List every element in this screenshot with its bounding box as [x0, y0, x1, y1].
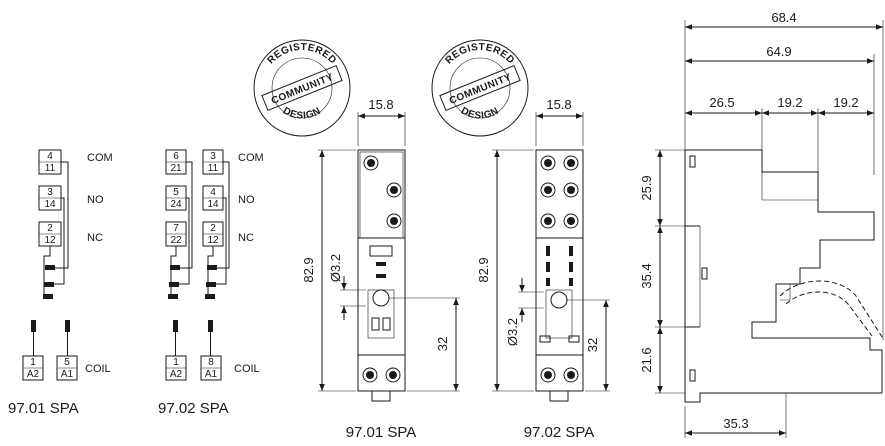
pin-label: 1	[30, 357, 36, 368]
registered-design-seal: REGISTERED COMMUNITY DESIGN	[431, 39, 529, 137]
dim-segment-2: 19.2	[777, 95, 802, 110]
front-view-97-01: 15.8 82.9 Ø3.2 32	[301, 97, 460, 441]
pin-label: 6	[173, 151, 179, 162]
pin-label: 7	[173, 223, 179, 234]
side-view: 68.4 64.9 26.5 19.2 19.2 25.9 35.4 21.6	[639, 10, 885, 438]
seal-top-text: REGISTERED	[265, 42, 338, 67]
pin-label: 4	[210, 187, 216, 198]
pin-label: 5	[64, 357, 70, 368]
pin-label: 2	[47, 223, 53, 234]
dim-vertical-1: 25.9	[639, 175, 654, 200]
terminal-coil: COIL	[234, 363, 260, 375]
terminal-no: NO	[87, 194, 104, 206]
pin-label: 21	[170, 163, 182, 174]
mounting-hole	[372, 289, 390, 307]
pin-label: 24	[170, 199, 182, 210]
svg-text:REGISTERED: REGISTERED	[443, 42, 516, 67]
terminal-coil: COIL	[85, 363, 111, 375]
dim-height: 82.9	[476, 257, 491, 282]
pin-label: 3	[47, 187, 53, 198]
screw-icon	[386, 213, 402, 229]
dim-segment-1: 26.5	[709, 95, 734, 110]
pin-label: A1	[205, 369, 218, 380]
screw-icon	[385, 367, 401, 383]
svg-text:DESIGN: DESIGN	[459, 106, 501, 122]
screw-icon	[540, 155, 556, 171]
terminal-com: COM	[238, 152, 264, 164]
dim-overall-length: 68.4	[771, 10, 796, 25]
pin-label: A2	[170, 369, 183, 380]
screw-icon	[540, 367, 556, 383]
dim-vertical-2: 35.4	[639, 263, 654, 288]
pin-label: 4	[47, 151, 53, 162]
dim-hole-height: 32	[585, 338, 600, 352]
screw-icon	[563, 213, 579, 229]
pin-label: 1	[173, 357, 179, 368]
dim-hole-height: 32	[435, 337, 450, 351]
pin-label: 14	[44, 199, 56, 210]
pin-label: A1	[61, 369, 74, 380]
pin-label: 12	[207, 235, 219, 246]
pin-label: 12	[44, 235, 56, 246]
caption-97-01-schematic: 97.01 SPA	[8, 400, 79, 417]
retaining-clip-outline	[779, 280, 885, 341]
socket-side-outline	[684, 149, 883, 403]
seal-middle-text: COMMUNITY	[270, 72, 335, 107]
terminal-com: COM	[87, 152, 113, 164]
pin-label: 3	[210, 151, 216, 162]
pin-label: 2	[210, 223, 216, 234]
seal-bottom-text: DESIGN	[459, 106, 501, 122]
screw-icon	[540, 182, 556, 198]
caption-97-02-schematic: 97.02 SPA	[158, 400, 229, 417]
dim-width: 15.8	[546, 97, 571, 112]
seal-bottom-text: DESIGN	[281, 106, 323, 122]
schematic-97-02: 6 21 5 24 7 22 3 11 4 14 2 12 COM	[158, 149, 264, 417]
pin-label: 22	[170, 235, 182, 246]
pin-label: 8	[208, 357, 214, 368]
seal-middle-text: COMMUNITY	[448, 72, 513, 107]
dim-vertical-3: 21.6	[639, 347, 654, 372]
svg-text:REGISTERED: REGISTERED	[265, 42, 338, 67]
pin-label: 11	[208, 163, 219, 174]
registered-design-seal: REGISTERED COMMUNITY DESIGN	[253, 39, 351, 137]
screw-icon	[386, 182, 402, 198]
screw-icon	[362, 367, 378, 383]
dim-height: 82.9	[301, 257, 316, 282]
pin-label: 11	[45, 163, 56, 174]
dim-span: 64.9	[766, 44, 791, 59]
seal-top-text: REGISTERED	[443, 42, 516, 67]
terminal-nc: NC	[238, 232, 254, 244]
screw-icon	[563, 182, 579, 198]
mounting-hole	[550, 291, 568, 309]
svg-text:DESIGN: DESIGN	[281, 106, 323, 122]
screw-icon	[363, 155, 379, 171]
screw-icon	[563, 155, 579, 171]
screw-icon	[540, 213, 556, 229]
pin-label: 14	[207, 199, 219, 210]
dim-segment-3: 19.2	[833, 95, 858, 110]
terminal-nc: NC	[87, 232, 103, 244]
front-view-97-02: 15.8 82.9 Ø3.2 32 97.02	[476, 97, 610, 441]
dim-width: 15.8	[368, 97, 393, 112]
dim-hole: Ø3.2	[328, 254, 343, 282]
schematic-97-01: 4 11 3 14 2 12 COM NO NC 1 A2 5 A1 COIL	[8, 149, 113, 417]
pin-label: 5	[173, 187, 179, 198]
pin-label: A2	[27, 369, 40, 380]
screw-icon	[563, 367, 579, 383]
caption-97-02-front: 97.02 SPA	[524, 424, 595, 441]
dim-hole: Ø3.2	[505, 318, 520, 346]
caption-97-01-front: 97.01 SPA	[346, 424, 417, 441]
dim-base-length: 35.3	[723, 416, 748, 431]
terminal-no: NO	[238, 194, 255, 206]
